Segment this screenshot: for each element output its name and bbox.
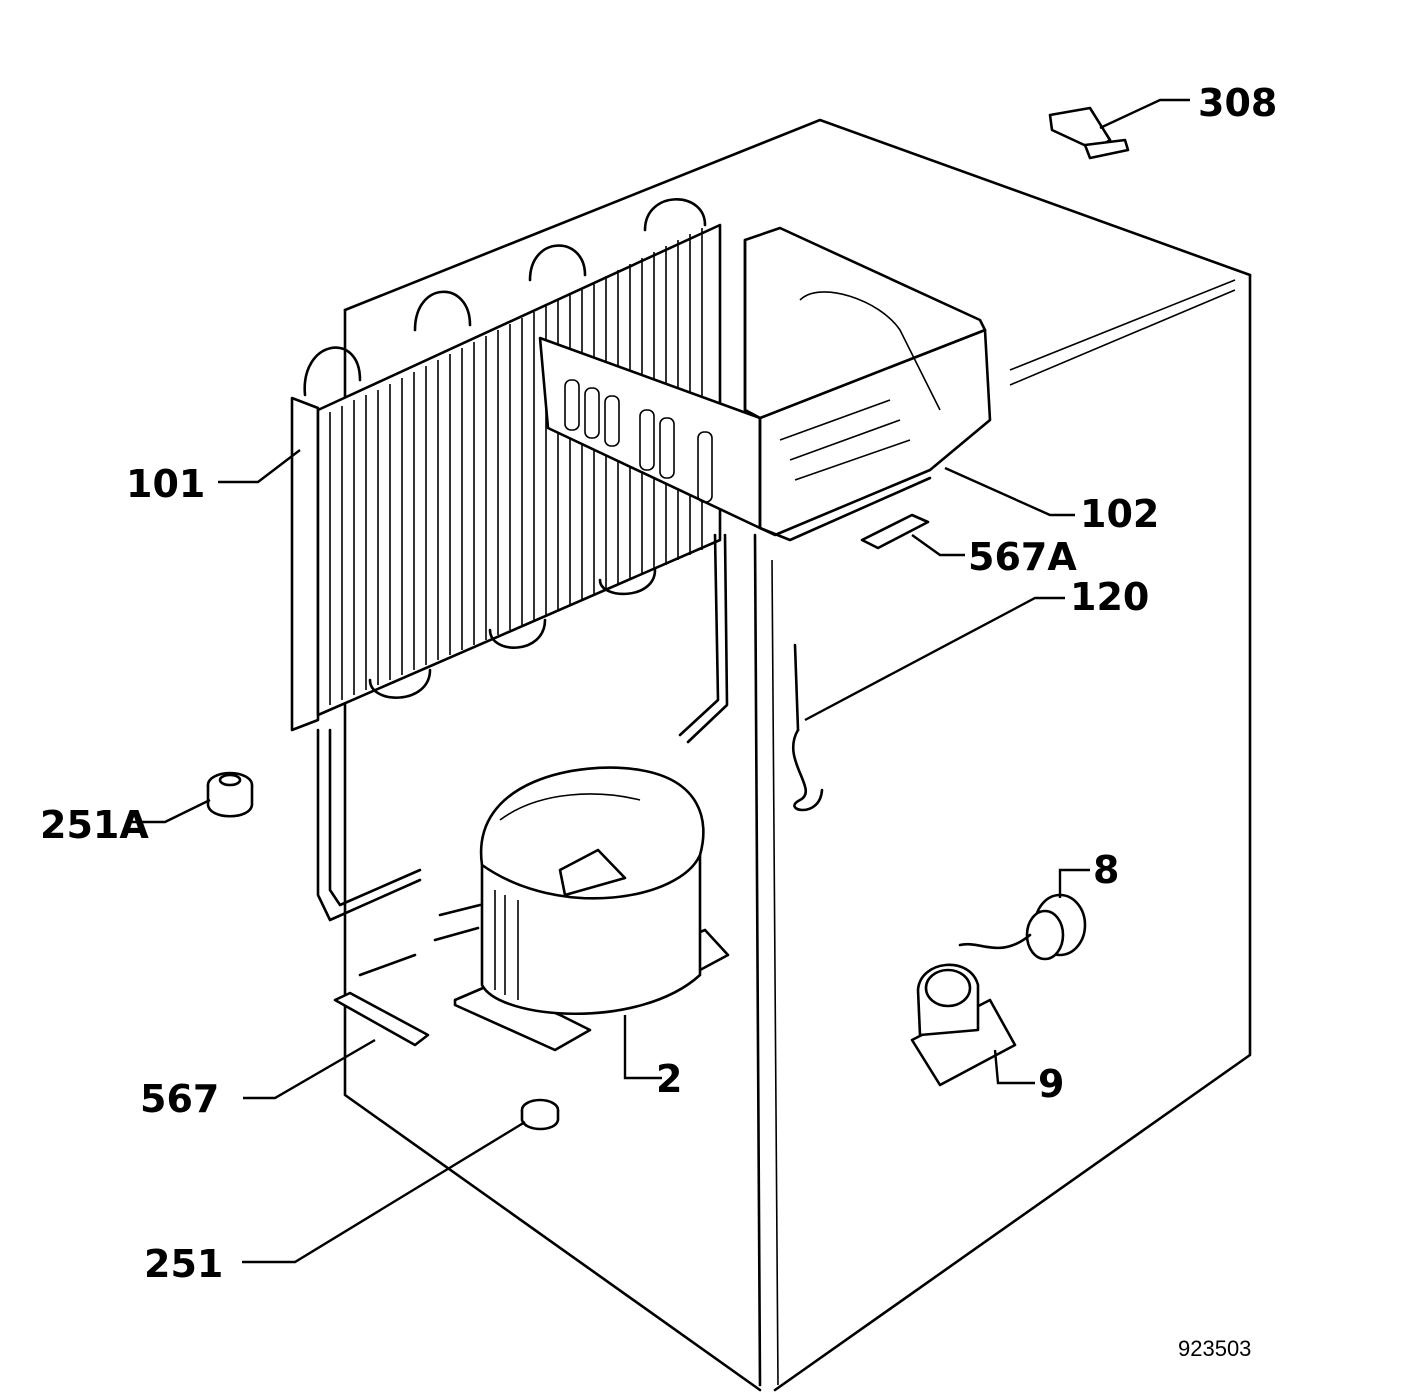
callout-251: 251 <box>144 1242 223 1286</box>
callout-567: 567 <box>140 1077 219 1121</box>
bracket-567A <box>860 513 930 550</box>
cabinet-body <box>343 118 1252 1392</box>
callout-9: 9 <box>1038 1062 1064 1106</box>
thermostat-knob <box>958 893 1087 961</box>
compressor <box>358 766 730 1052</box>
lamp-holder <box>910 963 1017 1087</box>
callout-308: 308 <box>1198 81 1277 125</box>
callout-2: 2 <box>656 1057 682 1101</box>
evaporator-tray <box>538 226 992 542</box>
callout-251A: 251A <box>40 803 149 847</box>
grommet-251 <box>520 1098 560 1131</box>
bracket-567 <box>333 991 430 1047</box>
callout-101: 101 <box>126 462 205 506</box>
callout-102: 102 <box>1080 492 1159 536</box>
thermostat-probe <box>791 643 824 812</box>
callout-120: 120 <box>1070 575 1149 619</box>
drawing-number: 923503 <box>1178 1336 1251 1361</box>
callout-567A: 567A <box>968 535 1077 579</box>
callout-8: 8 <box>1093 848 1119 892</box>
clip-part <box>1048 106 1130 160</box>
callout-labels: 308 101 102 567A 120 251A 8 2 9 567 251 <box>40 81 1277 1286</box>
leader-lines <box>130 98 1190 1264</box>
condenser <box>290 198 729 922</box>
grommet-251A <box>206 771 254 818</box>
